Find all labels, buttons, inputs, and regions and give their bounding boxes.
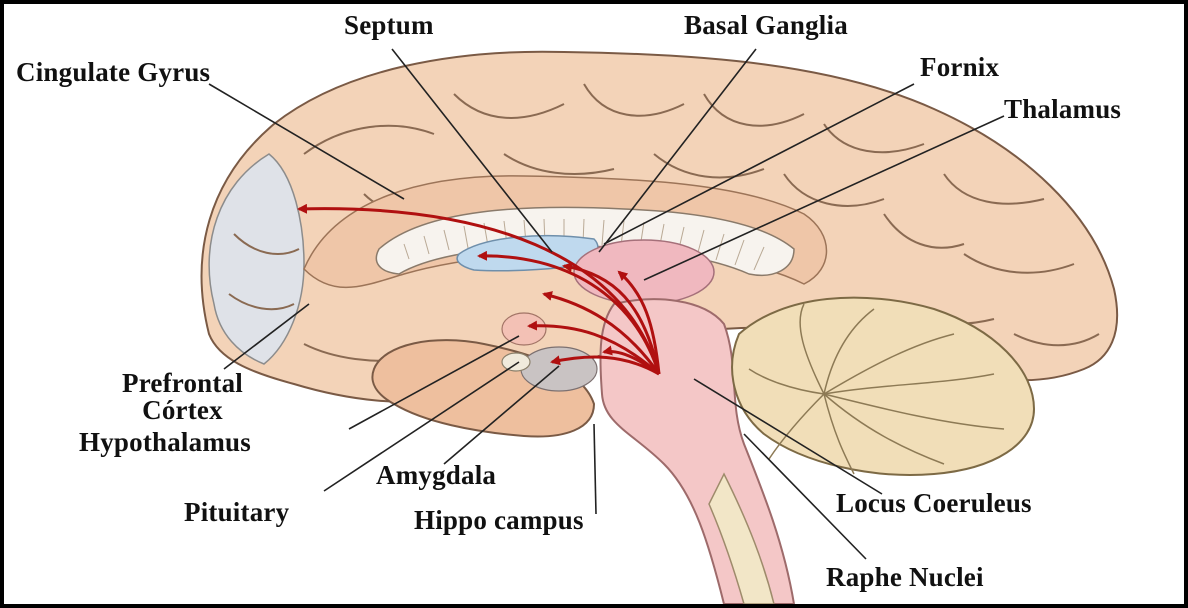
label-raphe-nuclei: Raphe Nuclei xyxy=(826,564,984,591)
hypothalamus-region xyxy=(502,313,546,345)
label-hippocampus: Hippo campus xyxy=(414,507,584,534)
label-prefrontal-line2: Córtex xyxy=(122,397,243,424)
label-prefrontal-line1: Prefrontal xyxy=(122,370,243,397)
label-hypothalamus: Hypothalamus xyxy=(79,429,251,456)
label-pituitary: Pituitary xyxy=(184,499,289,526)
label-prefrontal-cortex: Prefrontal Córtex xyxy=(122,370,243,424)
amygdala-region xyxy=(521,347,597,391)
label-cingulate-gyrus: Cingulate Gyrus xyxy=(16,59,210,86)
label-locus-coeruleus: Locus Coeruleus xyxy=(836,490,1032,517)
label-basal-ganglia: Basal Ganglia xyxy=(684,12,848,39)
pituitary-region xyxy=(502,353,530,371)
label-septum: Septum xyxy=(344,12,434,39)
thalamus-region xyxy=(574,240,714,304)
label-amygdala: Amygdala xyxy=(376,462,496,489)
label-thalamus: Thalamus xyxy=(1004,96,1121,123)
label-fornix: Fornix xyxy=(920,54,999,81)
